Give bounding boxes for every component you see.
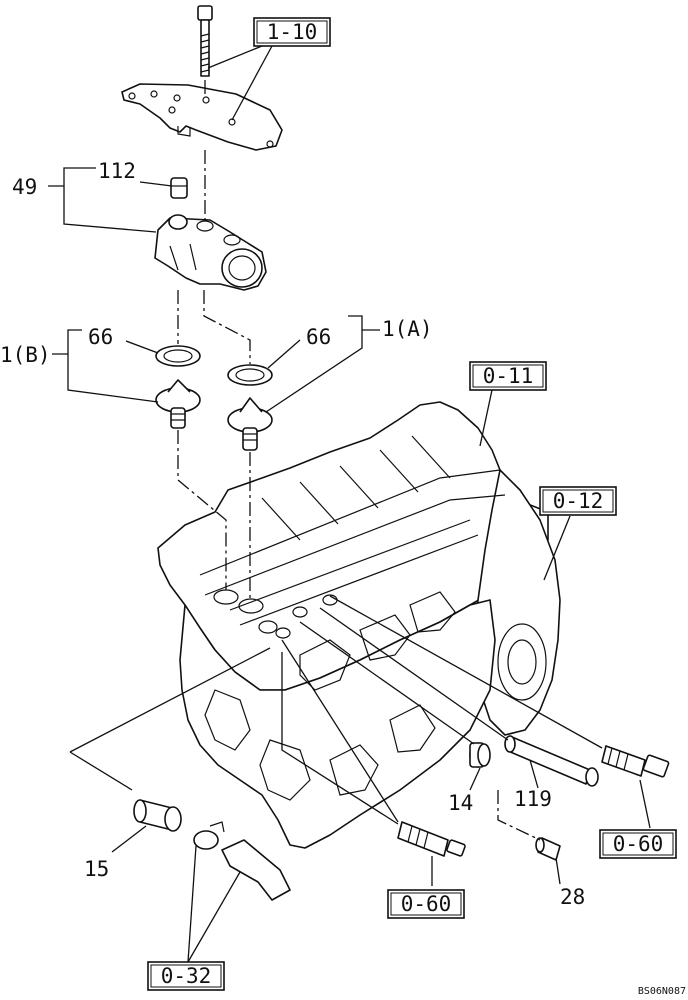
label-28: 28 xyxy=(560,885,585,909)
assembly-axis-lines xyxy=(177,150,541,841)
ref-box-0-11: 0-11 xyxy=(469,361,547,391)
label-1b: 1(B) xyxy=(0,343,51,367)
figure-code: BS06N087 xyxy=(638,986,686,997)
svg-text:0-11: 0-11 xyxy=(483,364,534,388)
engine-block xyxy=(157,401,561,849)
label-1a: 1(A) xyxy=(382,317,433,341)
svg-text:0-60: 0-60 xyxy=(401,892,452,916)
ref-box-0-60-right: 0-60 xyxy=(599,829,677,859)
hose-and-clamp xyxy=(193,821,291,901)
bolt xyxy=(197,5,213,96)
thermostat-housing xyxy=(154,214,267,291)
plug-28 xyxy=(535,837,561,861)
leader-lines xyxy=(48,45,651,963)
ref-box-1-10: 1-10 xyxy=(253,17,331,47)
svg-text:0-12: 0-12 xyxy=(553,489,604,513)
label-66-right: 66 xyxy=(306,325,331,349)
ref-box-0-12: 0-12 xyxy=(539,486,617,516)
label-119: 119 xyxy=(514,787,552,811)
ref-box-0-60-bottom: 0-60 xyxy=(387,889,465,919)
plug-15 xyxy=(133,799,182,832)
thermostat-cover-plate xyxy=(121,83,283,151)
label-14: 14 xyxy=(448,791,473,815)
label-49: 49 xyxy=(12,175,37,199)
gasket-right xyxy=(227,364,273,386)
svg-text:1-10: 1-10 xyxy=(267,20,318,44)
ref-box-0-32: 0-32 xyxy=(147,961,225,991)
gasket-left xyxy=(155,345,201,367)
bleed-plug xyxy=(170,177,188,199)
pipe-119 xyxy=(504,735,599,787)
temp-sensor-bottom xyxy=(397,821,466,857)
label-112: 112 xyxy=(98,159,136,183)
temp-sensor-right xyxy=(601,745,670,778)
label-15: 15 xyxy=(84,857,109,881)
thermostat-right xyxy=(227,397,273,451)
thermostat-left xyxy=(155,379,201,429)
plug-14 xyxy=(469,742,491,768)
label-66-left: 66 xyxy=(88,325,113,349)
svg-text:0-60: 0-60 xyxy=(613,832,664,856)
svg-text:0-32: 0-32 xyxy=(161,964,212,988)
